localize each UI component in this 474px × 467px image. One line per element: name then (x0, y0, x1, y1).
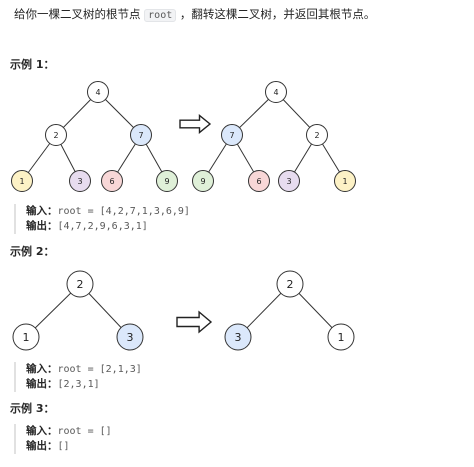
root-code: root (144, 9, 177, 22)
before-node-label: 1 (23, 331, 30, 344)
after-node-label: 1 (342, 177, 347, 186)
before-node-circle (101, 170, 123, 192)
example-1-before-tree: 4 2 7 1 3 6 9 (11, 81, 178, 192)
before-node-circle (66, 270, 94, 298)
output-value: [2,3,1] (57, 379, 100, 390)
before-node-label: 4 (95, 88, 100, 97)
problem-description: 给你一棵二叉树的根节点 root ，翻转这棵二叉树，并返回其根节点。 (14, 6, 375, 24)
example-1-io: 输入：root = [4,2,7,1,3,6,9] 输出：[4,7,2,9,6,… (14, 204, 190, 234)
example-3-io: 输入：root = [] 输出：[] (14, 424, 112, 454)
after-node-circle (192, 170, 214, 192)
after-node-circle (221, 124, 243, 146)
after-node-circle (265, 81, 287, 103)
example-2-after-tree: 2 3 1 (224, 270, 355, 351)
input-label: 输入： (26, 363, 58, 375)
before-node-label: 6 (109, 177, 114, 186)
after-node-circle (334, 170, 356, 192)
before-node-label: 3 (127, 331, 134, 344)
example-2-input: 输入：root = [2,1,3] (26, 362, 142, 377)
before-node-circle (116, 323, 144, 351)
input-label: 输入： (26, 425, 58, 437)
after-node-label: 4 (273, 88, 278, 97)
after-node-circle (278, 170, 300, 192)
after-node-label: 9 (200, 177, 205, 186)
example-1-diagram: 4 2 7 1 3 6 9 4 7 2 9 6 3 1 (11, 81, 356, 192)
after-node-circle (276, 270, 304, 298)
after-node-label: 7 (229, 131, 234, 140)
output-label: 输出： (26, 220, 58, 232)
example-2-title: 示例 2： (10, 245, 55, 258)
after-node-label: 2 (314, 131, 319, 140)
before-node-label: 1 (19, 177, 24, 186)
example-1-input: 输入：root = [4,2,7,1,3,6,9] (26, 204, 190, 219)
after-node-label: 1 (338, 331, 345, 344)
after-node-label: 2 (287, 278, 294, 291)
after-node-label: 6 (256, 177, 261, 186)
output-label: 输出： (26, 378, 58, 390)
input-value: root = [2,1,3] (57, 364, 142, 375)
after-node-circle (248, 170, 270, 192)
before-node-label: 3 (77, 177, 82, 186)
example-3-output: 输出：[] (26, 439, 112, 454)
before-node-label: 2 (77, 278, 84, 291)
before-node-circle (45, 124, 67, 146)
example-2-io: 输入：root = [2,1,3] 输出：[2,3,1] (14, 362, 142, 392)
intro-text-after: ，翻转这棵二叉树，并返回其根节点。 (176, 7, 376, 21)
after-node-circle (306, 124, 328, 146)
example-2-output: 输出：[2,3,1] (26, 377, 142, 392)
example-1-arrow (179, 114, 212, 134)
intro-text-before: 给你一棵二叉树的根节点 (14, 7, 145, 21)
example-3-title: 示例 3： (10, 402, 55, 415)
before-node-label: 9 (164, 177, 169, 186)
before-node-circle (130, 124, 152, 146)
flip-arrow (176, 310, 213, 334)
before-node-circle (11, 170, 33, 192)
before-node-circle (87, 81, 109, 103)
output-value: [] (57, 441, 70, 452)
example-2-before-tree: 2 1 3 (12, 270, 144, 351)
example-3-input: 输入：root = [] (26, 424, 112, 439)
input-value: root = [4,2,7,1,3,6,9] (57, 206, 190, 217)
output-value: [4,7,2,9,6,3,1] (57, 221, 148, 232)
input-label: 输入： (26, 205, 58, 217)
example-1-output: 输出：[4,7,2,9,6,3,1] (26, 219, 190, 234)
after-node-circle (224, 323, 252, 351)
flip-arrow (179, 114, 212, 134)
input-value: root = [] (57, 426, 112, 437)
before-node-label: 7 (138, 131, 143, 140)
example-1-title: 示例 1： (10, 58, 55, 71)
example-2-diagram: 2 1 3 2 3 1 (12, 270, 355, 351)
before-node-label: 2 (53, 131, 58, 140)
example-1-after-tree: 4 7 2 9 6 3 1 (192, 81, 356, 192)
output-label: 输出： (26, 440, 58, 452)
example-2-arrow (176, 310, 213, 334)
after-node-label: 3 (235, 331, 242, 344)
before-node-circle (156, 170, 178, 192)
before-node-circle (69, 170, 91, 192)
after-node-label: 3 (286, 177, 291, 186)
before-node-circle (12, 323, 40, 351)
after-node-circle (327, 323, 355, 351)
